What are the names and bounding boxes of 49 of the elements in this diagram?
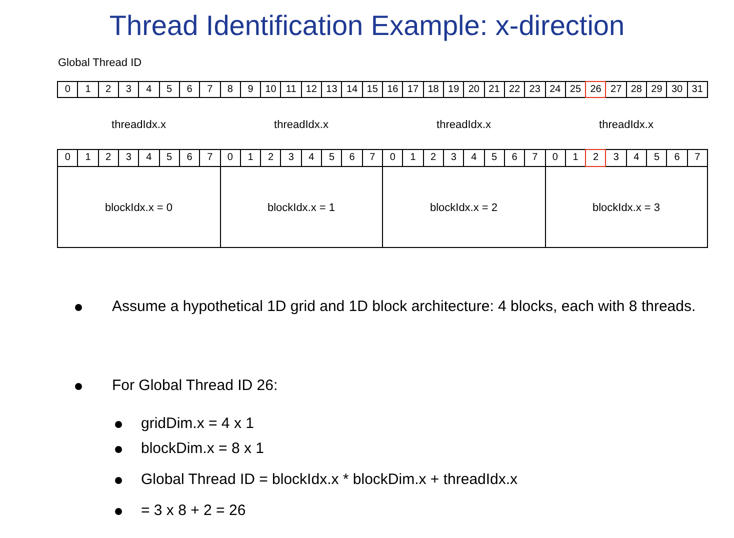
block-header: threadIdx.x bbox=[598, 119, 654, 131]
global-id-cell: 20 bbox=[463, 81, 485, 98]
global-id-cell: 14 bbox=[341, 81, 363, 98]
global-id-cell: 5 bbox=[158, 81, 180, 98]
thread-cell: 2 bbox=[585, 149, 606, 167]
global-id-cell: 12 bbox=[300, 81, 322, 98]
global-id-cell: 27 bbox=[605, 81, 627, 98]
global-id-cell: 22 bbox=[504, 81, 526, 98]
block-label: blockIdx.x = 1 bbox=[266, 202, 336, 214]
global-id-cell: 6 bbox=[178, 81, 200, 98]
global-id-cell: 3 bbox=[118, 81, 140, 98]
global-id-cell: 31 bbox=[686, 81, 708, 98]
block-header: threadIdx.x bbox=[436, 119, 492, 131]
global-id-cell: 19 bbox=[442, 81, 464, 98]
global-id-cell: 28 bbox=[626, 81, 648, 98]
global-id-cell: 24 bbox=[544, 81, 566, 98]
block-label: blockIdx.x = 0 bbox=[104, 202, 174, 214]
bullet-text: blockDim.x = 8 x 1 bbox=[141, 439, 265, 459]
global-id-cell: 30 bbox=[666, 81, 688, 98]
global-id-cell: 18 bbox=[422, 81, 444, 98]
global-id-cell: 17 bbox=[402, 81, 424, 98]
block-label: blockIdx.x = 3 bbox=[591, 202, 662, 214]
bullet-text: Assume a hypothetical 1D grid and 1D block architecture: 4 blocks, each with 8 threads. bbox=[112, 297, 697, 317]
global-id-cell: 13 bbox=[321, 81, 342, 98]
bullet-text: For Global Thread ID 26: bbox=[112, 376, 279, 396]
global-id-cell: 11 bbox=[280, 81, 302, 98]
global-id-cell: 29 bbox=[646, 81, 668, 98]
global-id-cell: 2 bbox=[98, 81, 119, 98]
bullet-text: gridDim.x = 4 x 1 bbox=[141, 414, 255, 434]
block-header: threadIdx.x bbox=[110, 119, 167, 131]
global-id-cell: 26 bbox=[585, 81, 606, 98]
global-id-cell: 9 bbox=[240, 81, 262, 98]
global-id-cell: 25 bbox=[564, 81, 586, 98]
row-caption: Global Thread ID bbox=[58, 56, 143, 70]
global-id-cell: 1 bbox=[77, 81, 99, 98]
global-id-cell: 16 bbox=[382, 81, 404, 98]
global-id-cell: 21 bbox=[484, 81, 505, 98]
global-id-cell: 15 bbox=[362, 81, 383, 98]
global-id-cell: 10 bbox=[260, 81, 282, 98]
block-label: blockIdx.x = 2 bbox=[428, 202, 499, 214]
global-id-cell: 0 bbox=[57, 81, 78, 98]
global-id-cell: 4 bbox=[138, 81, 160, 98]
global-id-cell: 23 bbox=[524, 81, 546, 98]
bullet-text: = 3 x 8 + 2 = 26 bbox=[141, 501, 247, 521]
global-id-cell: 7 bbox=[199, 81, 220, 98]
block-header: threadIdx.x bbox=[273, 119, 330, 131]
bullet-text: Global Thread ID = blockIdx.x * blockDim.x + threadIdx.x bbox=[141, 470, 519, 490]
slide-title: Thread Identification Example: x-direction bbox=[108, 10, 626, 42]
global-id-cell: 8 bbox=[220, 81, 241, 98]
